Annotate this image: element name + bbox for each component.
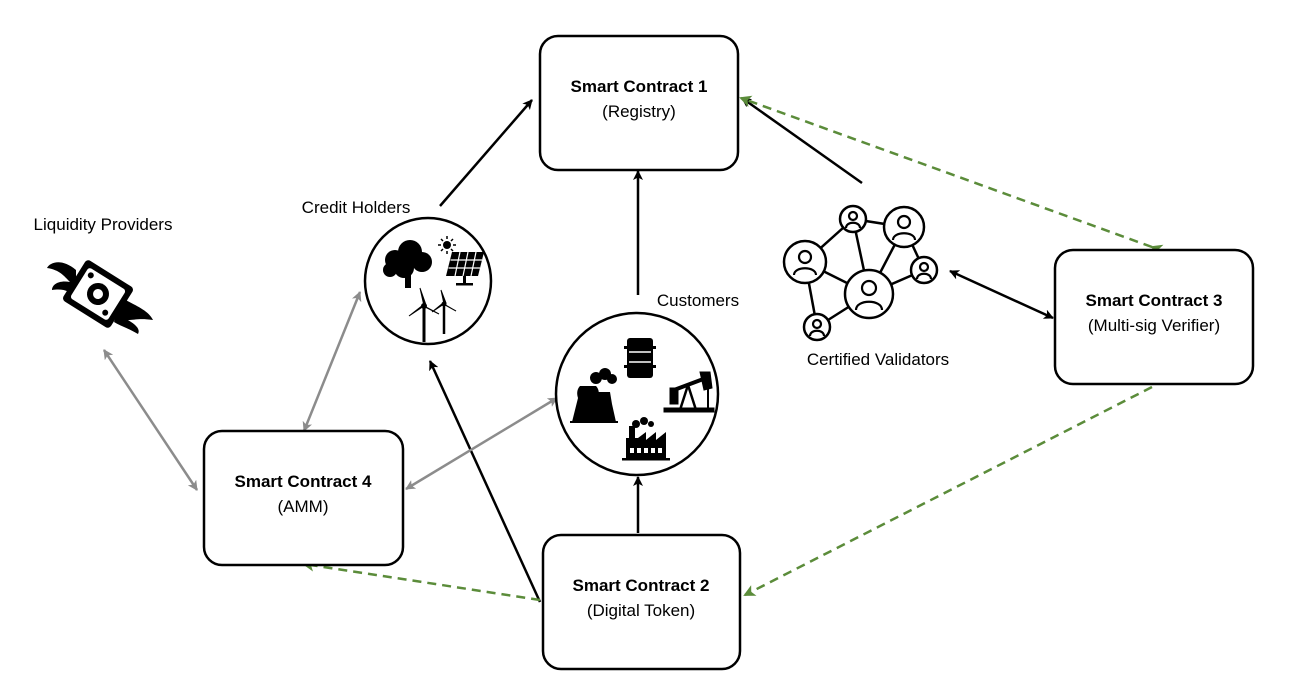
smart-contract-1-subtitle: (Registry) — [602, 102, 676, 121]
validator-network-icon — [782, 204, 939, 342]
sun-icon — [438, 236, 456, 254]
money-with-wings-icon — [47, 260, 153, 334]
customers-node — [554, 311, 720, 477]
customers-label: Customers — [657, 291, 739, 310]
smart-contract-3-box: Smart Contract 3 (Multi-sig Verifier) — [1053, 248, 1255, 386]
oil-barrel-icon — [624, 338, 656, 378]
certified-validators-label: Certified Validators — [807, 350, 949, 369]
wind-turbine-icon — [408, 287, 457, 342]
smart-contract-4-subtitle: (AMM) — [278, 497, 329, 516]
smart-contract-1-box: Smart Contract 1 (Registry) — [538, 34, 740, 172]
factory-icon — [622, 417, 670, 461]
smart-contract-2-subtitle: (Digital Token) — [587, 601, 695, 620]
solar-panel-icon — [446, 251, 484, 286]
smart-contract-1-title: Smart Contract 1 — [571, 77, 708, 96]
credit-holders-label: Credit Holders — [302, 198, 411, 217]
smart-contract-4-box: Smart Contract 4 (AMM) — [202, 429, 405, 567]
arrow-sc4-customers — [405, 396, 558, 491]
arrow-validators-to-sc1 — [741, 96, 863, 185]
smart-contract-3-subtitle: (Multi-sig Verifier) — [1088, 316, 1220, 335]
smart-contract-3-title: Smart Contract 3 — [1086, 291, 1223, 310]
smart-contract-2-box: Smart Contract 2 (Digital Token) — [541, 533, 742, 671]
credit-holders-node — [363, 216, 493, 346]
smart-contract-2-title: Smart Contract 2 — [573, 576, 710, 595]
oil-pump-icon — [663, 371, 715, 413]
arrow-validators-sc3 — [949, 269, 1054, 320]
liquidity-providers-label: Liquidity Providers — [34, 215, 173, 234]
dashed-sc3-to-sc2 — [743, 385, 1153, 597]
dashed-sc2-to-sc4 — [302, 559, 541, 602]
arrow-sc2-to-credit-holders — [428, 360, 542, 603]
tree-icon — [383, 240, 432, 288]
arrow-sc4-credit-holders — [302, 291, 362, 432]
arrow-credit-holders-to-sc1 — [439, 99, 533, 207]
arrow-liquidity-sc4 — [102, 349, 199, 491]
smart-contract-4-title: Smart Contract 4 — [235, 472, 373, 491]
cooling-tower-icon — [570, 368, 618, 423]
dashed-sc3-to-sc1 — [739, 95, 1164, 257]
